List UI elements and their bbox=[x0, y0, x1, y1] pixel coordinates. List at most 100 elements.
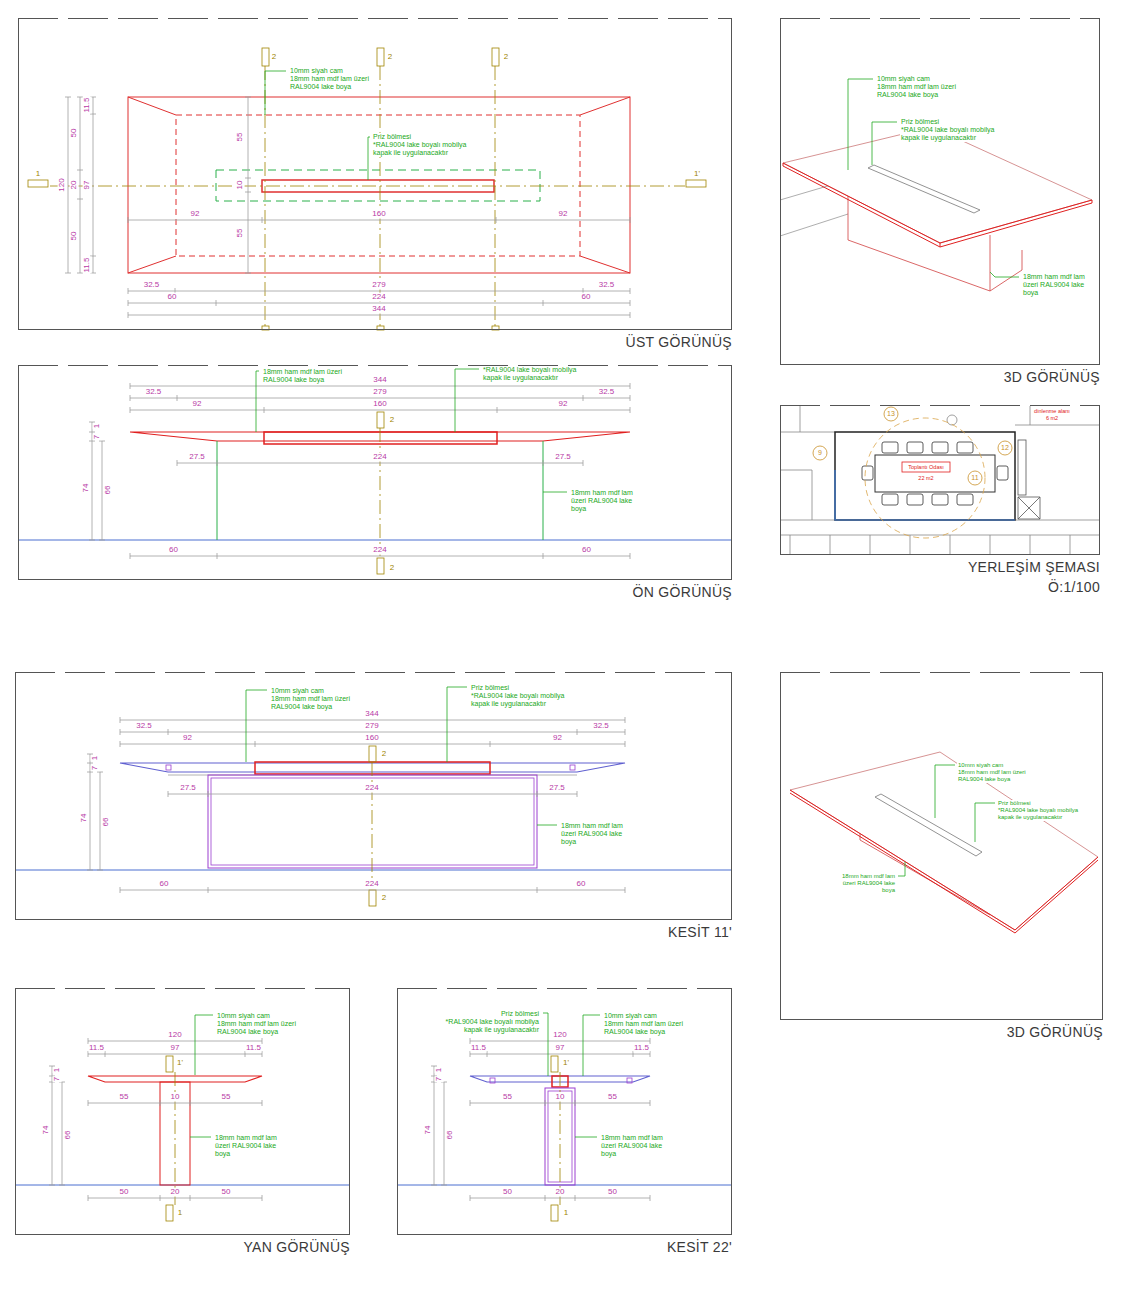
callout-note: üzeri RAL9004 lake bbox=[842, 880, 896, 887]
dimension-value: 92 bbox=[558, 210, 569, 219]
dimension-value: 97 bbox=[83, 180, 92, 191]
dimension-value: 1 bbox=[91, 755, 100, 761]
dimension-value: 224 bbox=[371, 293, 386, 302]
frame-edge bbox=[18, 365, 732, 366]
dimension-value: 1 bbox=[53, 1067, 62, 1073]
dimension-value: 7 bbox=[91, 765, 100, 771]
dimension-value: 11.5 bbox=[88, 1044, 105, 1053]
callout-note: 18mm ham mdf lam bbox=[600, 1134, 664, 1142]
frame-edge bbox=[397, 988, 732, 989]
dimension-value: 32.5 bbox=[145, 388, 163, 397]
dimension-value: 27.5 bbox=[179, 784, 197, 793]
dimension-value: 7 bbox=[93, 434, 102, 440]
dimension-value: 74 bbox=[42, 1125, 51, 1136]
frame-edge bbox=[780, 18, 1100, 19]
callout-note: RAL9004 lake boya bbox=[262, 376, 325, 384]
dimension-value: 160 bbox=[371, 210, 386, 219]
dimension-value: 74 bbox=[82, 483, 91, 494]
dimension-value: 120 bbox=[58, 177, 67, 192]
section-marker: 2 bbox=[387, 53, 393, 62]
callout-note: RAL9004 lake boya bbox=[289, 83, 352, 91]
callout-note: Priz bölmesi bbox=[372, 133, 412, 141]
layout-plan bbox=[780, 406, 1100, 554]
callout-note: boya bbox=[881, 887, 896, 894]
dimension-value: 224 bbox=[372, 453, 387, 462]
callout-note: *RAL9004 lake boyalı mobilya bbox=[445, 1018, 540, 1026]
dimension-value: 97 bbox=[170, 1044, 181, 1053]
callout-note: 10mm siyah cam bbox=[876, 75, 931, 83]
view-frame: 3D GÖRÜNÜŞ bbox=[780, 672, 1103, 1020]
dimension-value: 1 bbox=[435, 1067, 444, 1073]
section-drawing bbox=[397, 1013, 732, 1221]
callout-number: 9 bbox=[817, 449, 823, 457]
section-marker: 1' bbox=[693, 170, 701, 179]
dimension-value: 60 bbox=[167, 293, 178, 302]
view-frame: YERLEŞİM ŞEMASIÖ:1/100 bbox=[780, 405, 1100, 555]
dimension-value: 66 bbox=[64, 1130, 73, 1141]
callout-note: 18mm ham mdf lam bbox=[1022, 273, 1086, 281]
dimension-value: 344 bbox=[372, 376, 387, 385]
dimension-value: 32.5 bbox=[592, 722, 610, 731]
view-title: ÖN GÖRÜNÜŞ bbox=[633, 583, 732, 603]
dimension-value: 92 bbox=[558, 400, 569, 409]
view-title: 3D GÖRÜNÜŞ bbox=[1007, 1023, 1103, 1043]
dimension-value: 224 bbox=[364, 784, 379, 793]
callout-note: *RAL9004 lake boyalı mobilya bbox=[372, 141, 467, 149]
dimension-value: 50 bbox=[607, 1188, 618, 1197]
callout-note: üzeri RAL9004 lake bbox=[214, 1142, 277, 1150]
callout-note: 10mm siyah cam bbox=[270, 687, 325, 695]
dimension-value: 32.5 bbox=[598, 388, 616, 397]
callout-note: *RAL9004 lake boyalı mobilya bbox=[900, 126, 995, 134]
frame-edge bbox=[780, 405, 1100, 406]
dimension-value: 55 bbox=[607, 1093, 618, 1102]
dimension-value: 74 bbox=[424, 1125, 433, 1136]
front-view-drawing bbox=[18, 369, 732, 574]
callout-note: boya bbox=[600, 1150, 617, 1158]
view-title: ÜST GÖRÜNÜŞ bbox=[626, 333, 733, 353]
callout-note: RAL9004 lake boya bbox=[876, 91, 939, 99]
callout-note: *RAL9004 lake boyalı mobilya bbox=[470, 692, 565, 700]
callout-number: 11 bbox=[970, 474, 979, 482]
dimension-value: 74 bbox=[80, 813, 89, 824]
callout-note: kapak ile uygulanacaktır bbox=[997, 814, 1063, 821]
view-title: YAN GÖRÜNÜŞ bbox=[244, 1238, 351, 1258]
section-marker: 1' bbox=[176, 1059, 184, 1068]
dimension-value: 60 bbox=[581, 293, 592, 302]
view-title: KESİT 11' bbox=[668, 923, 732, 943]
callout-note: 10mm siyah cam bbox=[603, 1012, 658, 1020]
dimension-value: 7 bbox=[435, 1076, 444, 1082]
dimension-value: 50 bbox=[70, 128, 79, 139]
dimension-value: 11.5 bbox=[633, 1044, 650, 1053]
callout-note: Priz bölmesi bbox=[900, 118, 940, 126]
dimension-value: 55 bbox=[221, 1093, 232, 1102]
perspective-drawing bbox=[780, 79, 1092, 291]
view-frame: 3D GÖRÜNÜŞ bbox=[780, 18, 1100, 365]
view-title: 3D GÖRÜNÜŞ bbox=[1004, 368, 1100, 388]
view-frame: YAN GÖRÜNÜŞ bbox=[15, 988, 350, 1235]
section-drawing bbox=[15, 687, 732, 906]
dimension-value: 32.5 bbox=[143, 281, 161, 290]
view-title: YERLEŞİM ŞEMASI bbox=[968, 558, 1100, 578]
dimension-value: 120 bbox=[167, 1031, 182, 1040]
dimension-value: 160 bbox=[372, 400, 387, 409]
frame-edge bbox=[780, 672, 1103, 673]
callout-note: üzeri RAL9004 lake bbox=[570, 497, 633, 505]
view-title: Ö:1/100 bbox=[968, 578, 1100, 598]
dimension-value: 66 bbox=[104, 485, 113, 496]
section-marker: 2 bbox=[271, 53, 277, 62]
callout-note: 18mm ham mdf lam bbox=[841, 873, 896, 880]
dimension-value: 60 bbox=[581, 546, 592, 555]
view-title: KESİT 22' bbox=[667, 1238, 732, 1258]
callout-note: üzeri RAL9004 lake bbox=[560, 830, 623, 838]
callout-note: 10mm siyah cam bbox=[957, 762, 1004, 769]
callout-note: *RAL9004 lake boyalı mobilya bbox=[482, 366, 577, 374]
dimension-value: 55 bbox=[119, 1093, 130, 1102]
callout-note: kapak ile uygulanacaktır bbox=[470, 700, 547, 708]
dimension-value: 50 bbox=[221, 1188, 232, 1197]
dimension-value: 50 bbox=[119, 1188, 130, 1197]
dimension-value: 55 bbox=[502, 1093, 513, 1102]
view-title: KESİT 11' bbox=[668, 923, 732, 943]
top-view-drawing bbox=[28, 48, 706, 330]
dimension-value: 10 bbox=[170, 1093, 181, 1102]
